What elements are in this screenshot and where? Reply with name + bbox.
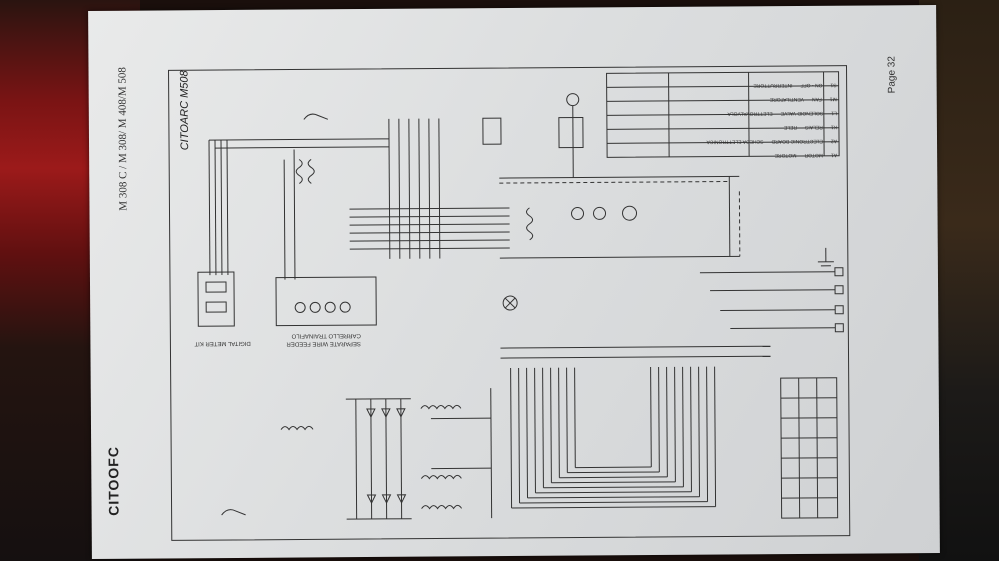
wire-feeder-label: SEPARATE WIRE FEEDER CARRELLO TRAINAFILO: [286, 331, 361, 348]
legend-table: [606, 71, 840, 158]
digital-meter-box: [197, 271, 235, 327]
main-transformer: [280, 388, 493, 519]
diagram-frame: [168, 65, 851, 541]
pilot-lamp: [502, 295, 518, 311]
brand-logo: CITOOFC: [105, 446, 121, 516]
models-header: M 308 C / M 308/ M 408/M 508: [116, 67, 129, 211]
bus-lines: [208, 118, 510, 276]
page-number: Page 32: [886, 56, 897, 93]
torch-symbol: [221, 509, 246, 516]
digital-meter-text: DIGITAL METER KIT: [194, 339, 251, 347]
selector-switch-wiring: [500, 345, 771, 509]
wiring-diagram: [168, 65, 851, 541]
diagram-title-text: CITOARC M508: [178, 70, 192, 151]
ground-symbol: [817, 247, 834, 267]
diagram-title: CITOARC M508: [179, 70, 192, 150]
digital-meter-label: DIGITAL METER KIT: [194, 340, 250, 346]
switch-position-table: [780, 377, 839, 519]
output-terminals: [699, 267, 844, 333]
transformer-top: [283, 149, 315, 280]
wire-feeder-text: SEPARATE WIRE FEEDER: [286, 340, 361, 347]
wire-feeder-subtext: CARRELLO TRAINAFILO: [291, 332, 361, 339]
rectifier-bridge: [345, 398, 412, 520]
page-label-text: Page 32: [886, 56, 898, 94]
fan-motor-circuit: [482, 93, 741, 259]
wire-feeder-box: [275, 276, 377, 327]
manual-page: CITOOFC M 308 C / M 308/ M 408/M 508 CIT…: [88, 5, 940, 559]
brand-text: CITOOFC: [105, 445, 122, 516]
models-text: M 308 C / M 308/ M 408/M 508: [116, 67, 130, 211]
